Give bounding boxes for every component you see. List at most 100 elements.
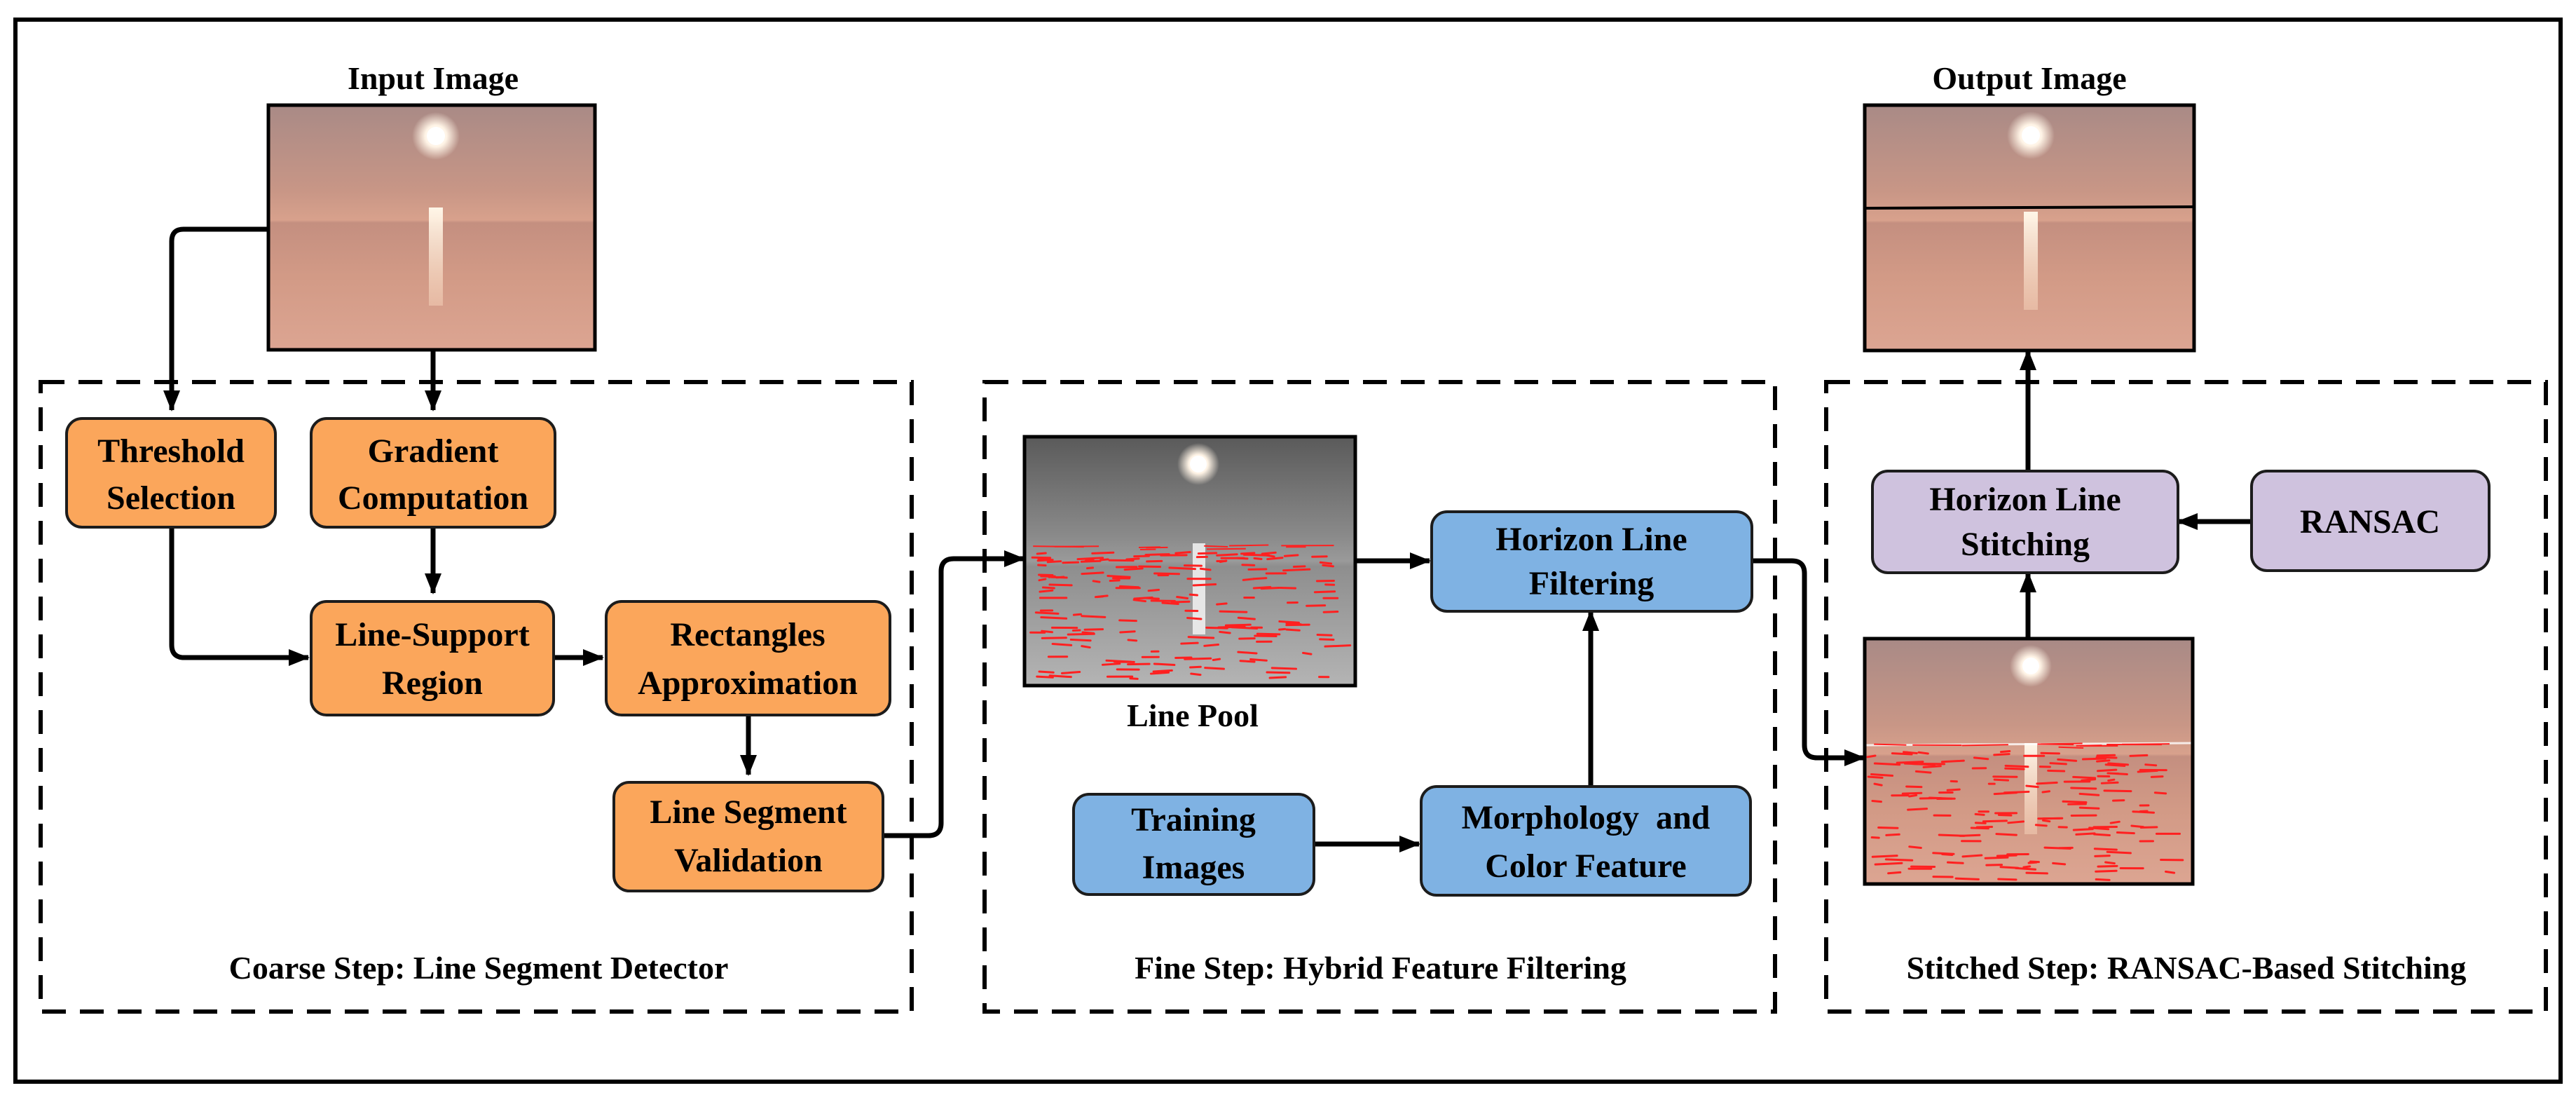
- detection-segment: [1188, 618, 1201, 619]
- detection-segment: [1272, 668, 1296, 669]
- detection-segment: [1939, 835, 1964, 836]
- detection-segment: [1284, 555, 1298, 556]
- detection-segment: [1919, 752, 1928, 754]
- detection-segment: [1262, 552, 1275, 554]
- detection-segment: [1204, 546, 1228, 547]
- detection-segment: [2041, 753, 2060, 754]
- detection-segment: [1042, 631, 1053, 632]
- detection-segment: [1108, 576, 1130, 578]
- detection-segment: [1232, 627, 1257, 629]
- detection-segment: [2053, 863, 2065, 864]
- detection-segment: [1261, 587, 1279, 588]
- detection-segment: [1050, 676, 1071, 677]
- detection-segment: [1897, 762, 1923, 763]
- detection-segment: [1041, 618, 1067, 619]
- morphology-label-line2: Color Feature: [1485, 848, 1686, 885]
- detection-segment: [1062, 672, 1080, 674]
- detection-segment: [1994, 793, 2017, 794]
- detection-segment: [1220, 561, 1226, 562]
- detection-segment: [1254, 578, 1266, 579]
- stitched-detection-image: [1865, 639, 2193, 884]
- detection-segment: [1320, 562, 1331, 564]
- detection-segment: [1181, 643, 1198, 644]
- filtering-label-line1: Horizon Line: [1495, 521, 1687, 558]
- detection-segment: [1139, 566, 1160, 567]
- detection-segment: [1102, 664, 1119, 665]
- stitched-step-label: Stitched Step: RANSAC-Based Stitching: [1907, 950, 2467, 986]
- ransac-label: RANSAC: [2300, 503, 2440, 540]
- line-pool-image: [1025, 437, 1355, 686]
- detection-segment: [2090, 828, 2109, 829]
- detection-segment: [1996, 834, 2016, 835]
- detection-segment: [1110, 580, 1119, 581]
- detection-segment: [1268, 558, 1282, 559]
- gradient-label-line1: Gradient: [368, 433, 499, 470]
- linesupport-label-line2: Region: [382, 665, 483, 702]
- detection-segment: [1074, 614, 1081, 615]
- detection-segment: [1198, 553, 1216, 554]
- detection-segment: [2027, 786, 2038, 787]
- detection-segment: [1875, 763, 1899, 765]
- detection-segment: [1983, 821, 2006, 822]
- detection-segment: [2130, 755, 2147, 756]
- detection-segment: [1267, 672, 1289, 673]
- training-label-line2: Images: [1142, 849, 1245, 886]
- detection-segment: [1134, 600, 1145, 601]
- rectangles-approximation-node: Rectangles Approximation: [606, 601, 890, 715]
- detection-segment: [1082, 616, 1105, 618]
- detection-segment: [1910, 847, 1921, 848]
- detection-segment: [1220, 611, 1247, 612]
- detection-segment: [1255, 636, 1276, 637]
- detection-segment: [2111, 822, 2119, 823]
- detection-segment: [1155, 573, 1179, 574]
- detection-segment: [1188, 637, 1214, 638]
- arrow-validation-to-linepool: [883, 559, 1024, 836]
- arrow-threshold-to-linesupport: [172, 527, 308, 658]
- detection-segment: [1078, 558, 1103, 559]
- detection-segment: [1974, 758, 1987, 759]
- detection-segment: [1243, 579, 1254, 580]
- detection-segment: [1871, 775, 1892, 776]
- detection-segment: [2107, 852, 2130, 853]
- detection-segment: [2132, 826, 2143, 827]
- detection-segment: [1924, 766, 1940, 768]
- detection-segment: [1910, 795, 1917, 796]
- detection-segment: [1999, 815, 2010, 816]
- detection-segment: [2058, 759, 2076, 761]
- detection-segment: [1036, 613, 1058, 614]
- detection-segment: [1040, 590, 1053, 592]
- detection-segment: [1872, 856, 1897, 857]
- detection-segment: [1153, 670, 1172, 672]
- detection-segment: [1092, 552, 1114, 553]
- filtering-label-line2: Filtering: [1529, 565, 1654, 602]
- detection-segment: [1185, 658, 1211, 659]
- detection-segment: [2048, 770, 2064, 771]
- rectangles-label-line2: Approximation: [638, 665, 858, 702]
- detection-segment: [2097, 770, 2116, 771]
- detection-segment: [1207, 549, 1246, 550]
- detection-segment: [1177, 597, 1188, 599]
- detection-segment: [2008, 822, 2024, 823]
- detection-segment: [1872, 801, 1882, 802]
- detection-segment: [2117, 833, 2134, 834]
- detection-segment: [1942, 761, 1964, 762]
- detection-segment: [2146, 765, 2156, 766]
- arrow-input-to-threshold: [172, 229, 268, 410]
- detection-segment: [1095, 596, 1107, 597]
- detection-segment: [2116, 773, 2128, 774]
- detection-segment: [1193, 584, 1215, 585]
- detection-segment: [1241, 553, 1254, 554]
- detection-segment: [2059, 747, 2084, 748]
- detection-segment: [2106, 862, 2115, 864]
- detection-segment: [2074, 829, 2092, 830]
- detection-segment: [1323, 565, 1334, 566]
- detection-segment: [2097, 757, 2116, 758]
- detection-segment: [2001, 751, 2009, 752]
- detection-segment: [1267, 555, 1275, 557]
- gradient-computation-node: Gradient Computation: [311, 419, 555, 527]
- detection-segment: [2097, 755, 2115, 756]
- detection-segment: [1101, 559, 1109, 560]
- detection-segment: [1280, 621, 1299, 623]
- detection-segment: [1999, 879, 2016, 880]
